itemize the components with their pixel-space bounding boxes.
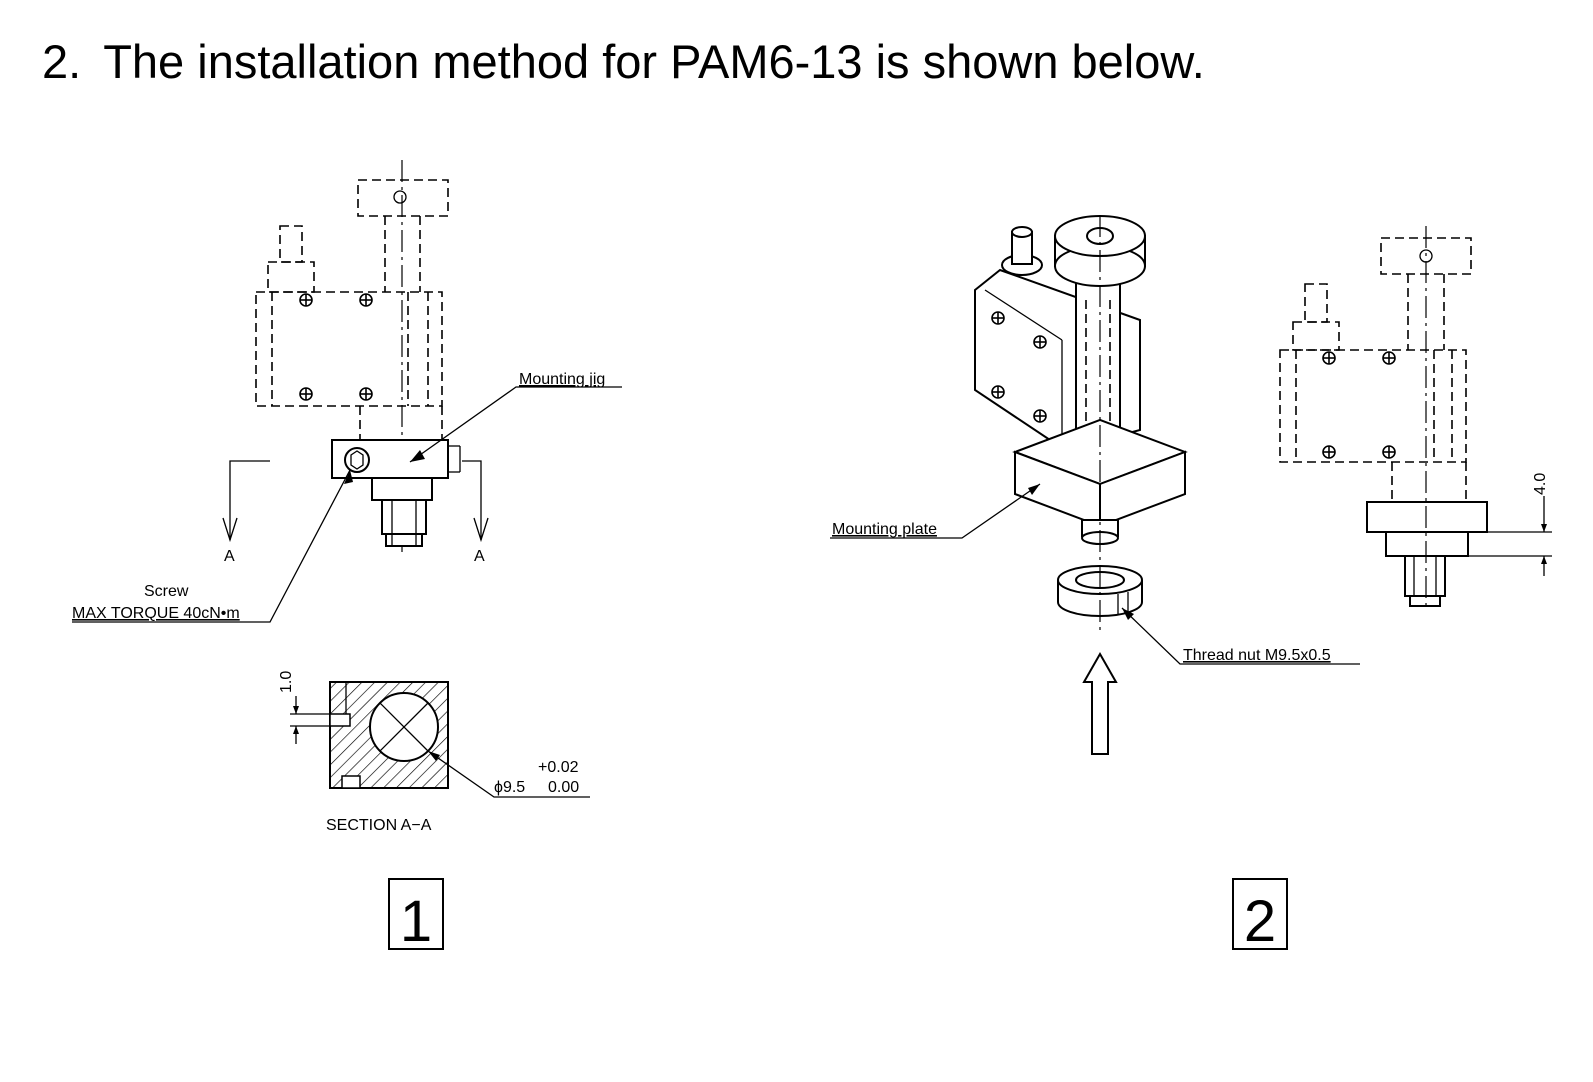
section-mark-right: A	[474, 548, 485, 565]
heading-text: The installation method for PAM6-13 is s…	[103, 35, 1205, 88]
step-2-number: 2	[1244, 889, 1276, 954]
step-2-box	[1232, 878, 1288, 950]
step-1-number: 1	[400, 889, 432, 954]
thread-nut-label: Thread nut M9.5x0.5	[1183, 647, 1331, 664]
torque-label: MAX TORQUE 40cN•m	[72, 605, 240, 622]
mounting-plate-label: Mounting plate	[832, 521, 937, 538]
page-heading: 2. The installation method for PAM6-13 is…	[42, 34, 1205, 90]
screw-label: Screw	[144, 583, 189, 600]
tolerance-plus: +0.02	[538, 759, 579, 776]
section-a-a-drawing	[290, 681, 590, 798]
tolerance-zero: 0.00	[548, 779, 579, 796]
dim-gap-label: 1.0	[278, 671, 295, 693]
mounting-jig-label: Mounting jig	[519, 371, 605, 388]
step-1-box	[388, 878, 444, 950]
section-mark-left: A	[224, 548, 235, 565]
figure-2-side-view	[1279, 226, 1552, 607]
dim-height-label: 4.0	[1532, 473, 1549, 495]
diameter-label: ϕ9.5	[494, 779, 525, 796]
section-caption: SECTION A−A	[326, 817, 432, 834]
figure-2-isometric-view	[830, 215, 1360, 755]
heading-number: 2.	[42, 35, 82, 88]
figure-1-front-view	[72, 160, 622, 623]
